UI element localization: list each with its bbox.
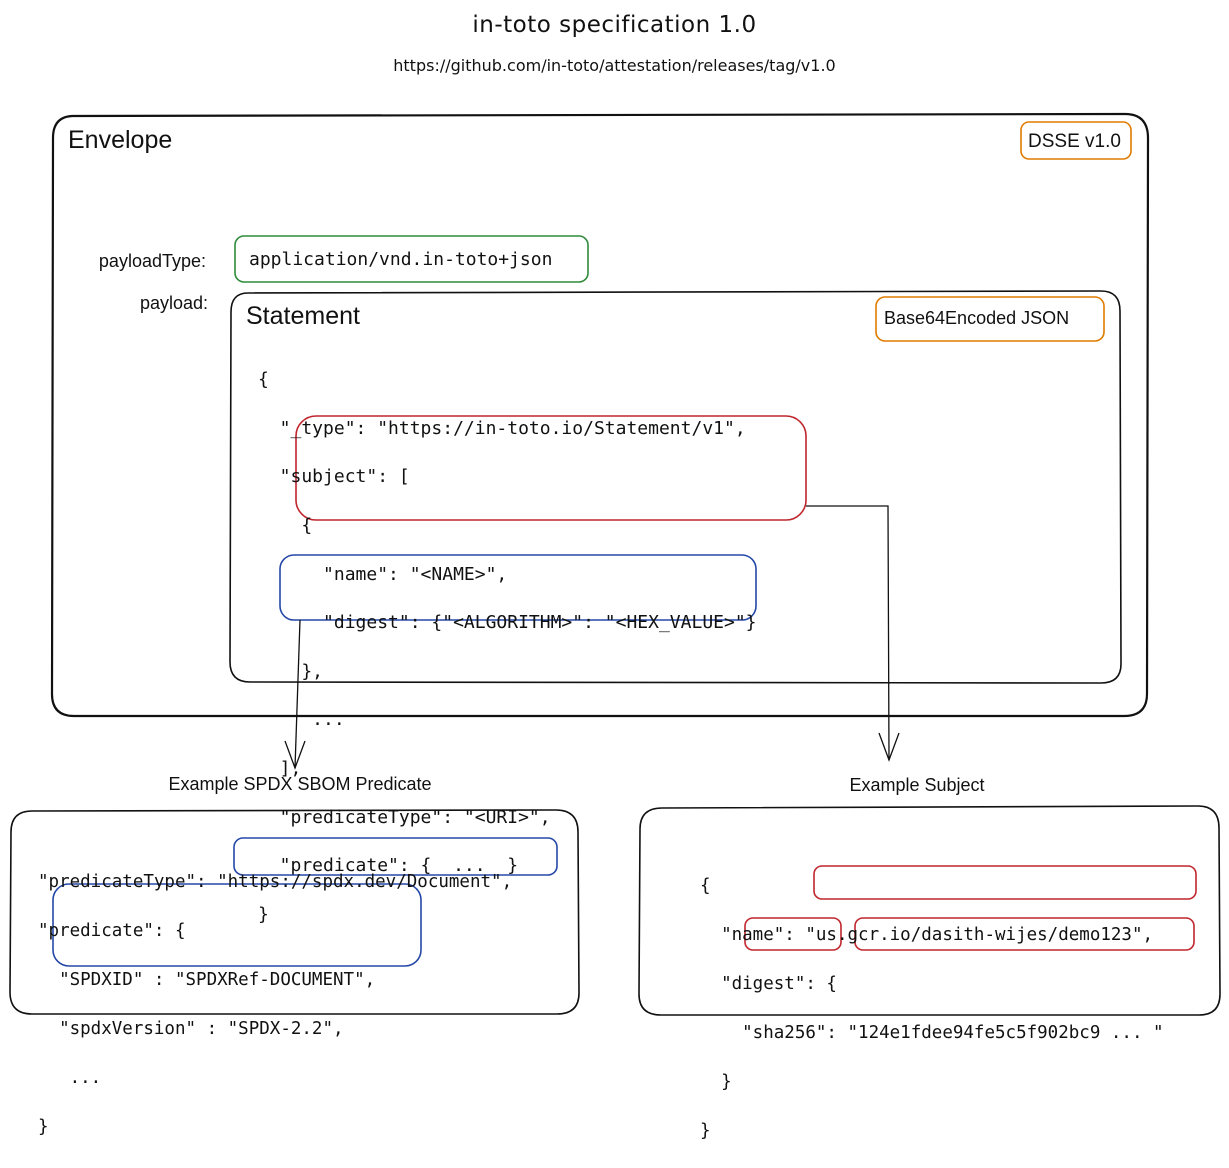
predicate-arrow-head [284, 740, 306, 770]
dsse-badge-box [1020, 121, 1132, 160]
sha256-key-box [744, 917, 842, 951]
spdx-uri-box [233, 837, 558, 876]
predicate-example-code: "predicateType": "https://spdx.dev/Docum… [38, 845, 512, 1164]
diagram-canvas [9, 112, 1221, 1016]
spdx-predicate-body-box [52, 883, 422, 967]
statement-line: }, [258, 660, 324, 682]
envelope-box [50, 112, 1150, 718]
predicate-example-line: ... [38, 1067, 102, 1088]
statement-line: "digest": {"<ALGORITHM>": "<HEX_VALUE>"} [258, 612, 757, 634]
statement-line: { [258, 369, 269, 391]
statement-line: "_type": "https://in-toto.io/Statement/v… [258, 417, 746, 439]
subject-example-line: "sha256": "124e1fdee94fe5c5f902bc9 ... " [700, 1022, 1164, 1043]
predicate-example-line: "SPDXID" : "SPDXRef-DOCUMENT", [38, 969, 376, 990]
predicate-example-line: "spdxVersion" : "SPDX-2.2", [38, 1018, 344, 1039]
statement-code: { "_type": "https://in-toto.io/Statement… [258, 344, 757, 951]
payload-type-label: payloadType: [98, 251, 206, 271]
statement-label: Statement [246, 302, 360, 330]
subject-example-line: } [700, 1120, 711, 1141]
subject-example-caption: Example Subject [849, 775, 985, 795]
statement-line: ], [258, 758, 302, 780]
predicate-arrow-line [294, 619, 301, 769]
diagram-title: in-toto specification 1.0 [472, 12, 757, 38]
envelope-label: Envelope [68, 126, 173, 154]
statement-line: } [258, 903, 269, 925]
predicate-example-line: "predicate": { [38, 920, 186, 941]
subject-arrow-line [806, 505, 890, 761]
sha256-value-box [854, 917, 1195, 951]
subject-arrow-head [878, 732, 900, 762]
payload-label: payload: [139, 293, 208, 313]
payload-type-box [234, 235, 589, 283]
subject-name-box [813, 865, 1197, 900]
spec-url: https://github.com/in-toto/attestation/r… [393, 56, 836, 75]
base64-badge: Base64Encoded JSON [884, 308, 1070, 328]
subject-highlight-box [295, 415, 807, 521]
subject-example-line: "digest": { [700, 973, 837, 994]
subject-example-code: { "name": "us.gcr.io/dasith-wijes/demo12… [700, 849, 1164, 1168]
statement-line: "predicateType": "<URI>", [258, 806, 551, 828]
predicate-example-caption: Example SPDX SBOM Predicate [168, 774, 432, 794]
subject-example-line: { [700, 875, 711, 896]
predicate-example-box [9, 809, 580, 1015]
subject-example-box [638, 805, 1221, 1016]
dsse-badge: DSSE v1.0 [1028, 131, 1121, 152]
statement-line: "predicate": { ... } [258, 855, 519, 877]
predicate-example-line: "predicateType": "https://spdx.dev/Docum… [38, 871, 513, 892]
payload-type-value: application/vnd.in-toto+json [249, 249, 553, 270]
statement-line: "name": "<NAME>", [258, 563, 508, 585]
subject-example-line: } [700, 1071, 732, 1092]
statement-line: ... [258, 709, 345, 731]
statement-line: "subject": [ [258, 466, 410, 488]
statement-box [229, 290, 1122, 684]
subject-example-line: "name": "us.gcr.io/dasith-wijes/demo123"… [700, 924, 1154, 945]
predicate-highlight-box [279, 554, 757, 621]
statement-line: { [258, 515, 313, 537]
base64-badge-box [875, 296, 1105, 342]
predicate-example-line: } [38, 1116, 49, 1137]
